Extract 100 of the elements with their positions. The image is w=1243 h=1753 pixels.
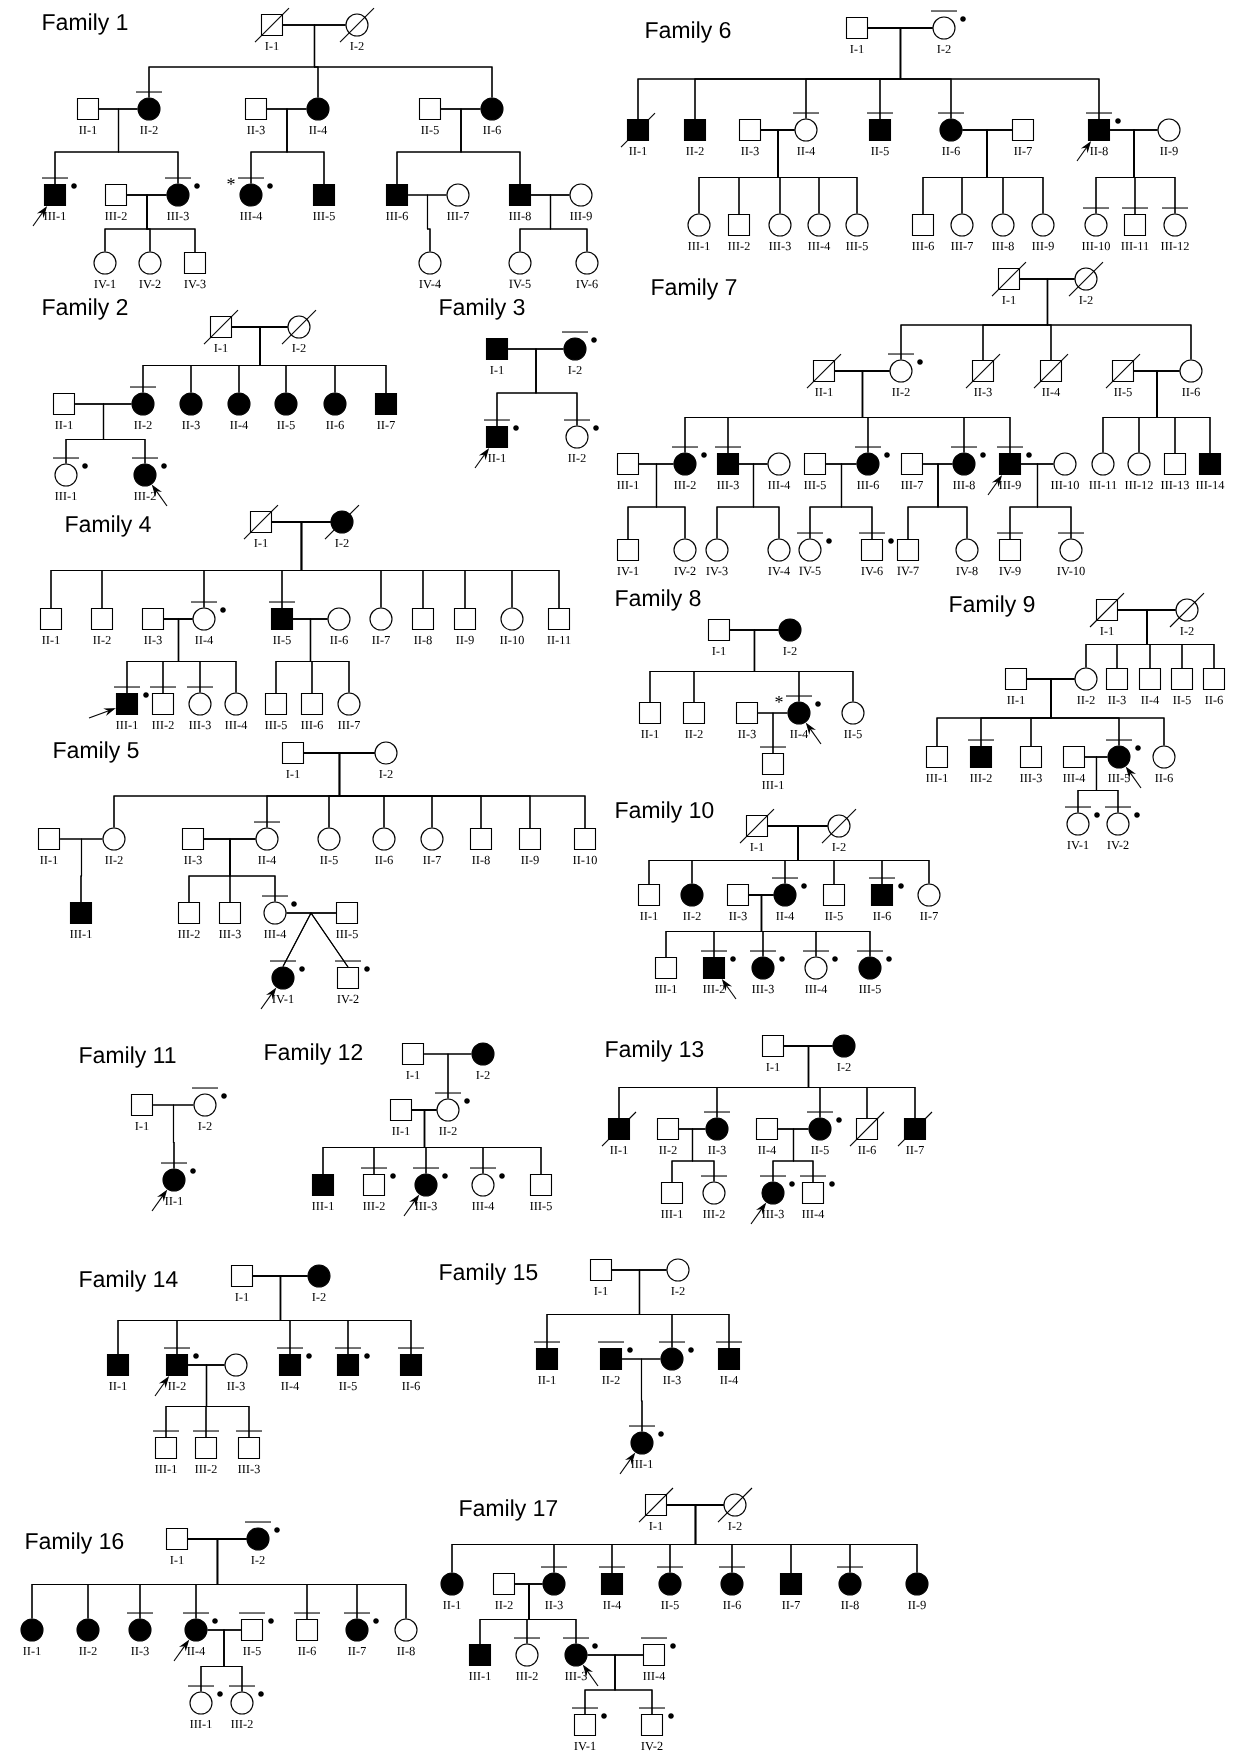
square-symbol (311, 1173, 335, 1197)
circle-symbol (76, 1618, 100, 1642)
descent-line (229, 838, 276, 902)
circle-symbol (798, 538, 822, 562)
circle-symbol (138, 251, 162, 275)
descent-line (840, 463, 873, 540)
individual-id: III-7 (447, 211, 469, 221)
individual-id: IV-1 (1067, 840, 1089, 850)
individual-id: II-3 (974, 387, 992, 397)
individual-id: III-3 (238, 1464, 260, 1474)
individual-id: II-7 (906, 1145, 924, 1155)
individual-id: II-1 (641, 729, 659, 739)
circle-symbol (102, 827, 126, 851)
descent-line (792, 1128, 814, 1183)
individual-id: IV-2 (139, 279, 161, 289)
individual-id: II-1 (815, 387, 833, 397)
circle-symbol (414, 1173, 438, 1197)
individual-id: II-8 (397, 1646, 415, 1656)
descent-line (259, 326, 387, 394)
square-symbol (573, 827, 597, 851)
individual-id: III-6 (857, 480, 879, 490)
circle-symbol (1068, 261, 1104, 297)
square-symbol (1089, 592, 1125, 628)
square-symbol (726, 883, 750, 907)
individual-id: II-1 (109, 1381, 127, 1391)
individual-id: III-3 (415, 1201, 437, 1211)
individual-id: II-5 (421, 125, 439, 135)
square-symbol (735, 701, 759, 725)
individual-id: I-2 (937, 44, 951, 54)
circle-symbol (1127, 452, 1151, 476)
individual-id: III-7 (338, 720, 360, 730)
family-title: Family 10 (616, 801, 714, 823)
individual-id: II-1 (79, 125, 97, 135)
square-symbol (76, 97, 100, 121)
individual-id: IV-8 (956, 566, 978, 576)
individual-id: III-2 (728, 241, 750, 251)
asterisk: * (227, 178, 235, 185)
square-symbol (779, 1572, 803, 1596)
individual-id: III-3 (717, 480, 739, 490)
square-symbol (399, 1353, 423, 1377)
individual-id: I-1 (170, 1555, 184, 1565)
circle-symbol (131, 392, 155, 416)
individual-id: IV-4 (419, 279, 441, 289)
circle-symbol (705, 1117, 729, 1141)
individual-id: III-3 (769, 241, 791, 251)
descent-line (937, 463, 968, 539)
square-symbol (1105, 353, 1141, 389)
circle-symbol (1053, 452, 1077, 476)
square-symbol (312, 183, 336, 207)
individual-id: II-8 (414, 635, 432, 645)
individual-id: III-1 (655, 984, 677, 994)
circle-symbol (773, 883, 797, 907)
square-symbol (165, 1527, 189, 1551)
square-symbol (654, 956, 678, 980)
square-symbol (637, 883, 661, 907)
square-symbol (599, 1347, 623, 1371)
descent-line (772, 712, 788, 754)
family-title: Family 6 (646, 21, 731, 43)
circle-symbol (480, 97, 504, 121)
square-symbol (702, 956, 726, 980)
family-title: Family 14 (80, 1270, 178, 1292)
circle-symbol (751, 956, 775, 980)
descent-line (640, 1358, 661, 1432)
descent-line (460, 108, 521, 185)
square-symbol (849, 1111, 885, 1147)
square-symbol (589, 1258, 613, 1282)
individual-id: II-9 (908, 1600, 926, 1610)
circle-symbol (563, 337, 587, 361)
individual-id: I-1 (1002, 295, 1016, 305)
circle-symbol (564, 1643, 588, 1667)
family-title: Family 5 (54, 741, 139, 763)
circle-symbol (630, 1431, 654, 1455)
square-symbol (911, 213, 935, 237)
square-symbol (601, 1111, 637, 1147)
individual-id: III-8 (992, 241, 1014, 251)
individual-id: III-9 (570, 211, 592, 221)
individual-id: II-6 (723, 1600, 741, 1610)
individual-id: IV-6 (576, 279, 598, 289)
square-symbol (638, 701, 662, 725)
square-symbol (965, 353, 1001, 389)
individual-id: I-2 (350, 41, 364, 51)
circle-symbol (224, 692, 248, 716)
individual-id: II-3 (738, 729, 756, 739)
circle-symbol (666, 1258, 690, 1282)
square-symbol (485, 425, 509, 449)
circle-symbol (436, 1098, 460, 1122)
square-symbol (411, 607, 435, 631)
circle-symbol (905, 1572, 929, 1596)
individual-id: III-5 (530, 1201, 552, 1211)
square-symbol (401, 1042, 425, 1066)
individual-id: I-2 (312, 1292, 326, 1302)
family-title: Family 9 (950, 595, 1035, 617)
square-symbol (660, 1181, 684, 1205)
individual-id: II-6 (1155, 773, 1173, 783)
square-symbol (616, 538, 640, 562)
individual-id: III-2 (195, 1464, 217, 1474)
individual-id: I-2 (783, 646, 797, 656)
circle-symbol (660, 1347, 684, 1371)
individual-id: II-7 (377, 420, 395, 430)
circle-symbol (1163, 213, 1187, 237)
